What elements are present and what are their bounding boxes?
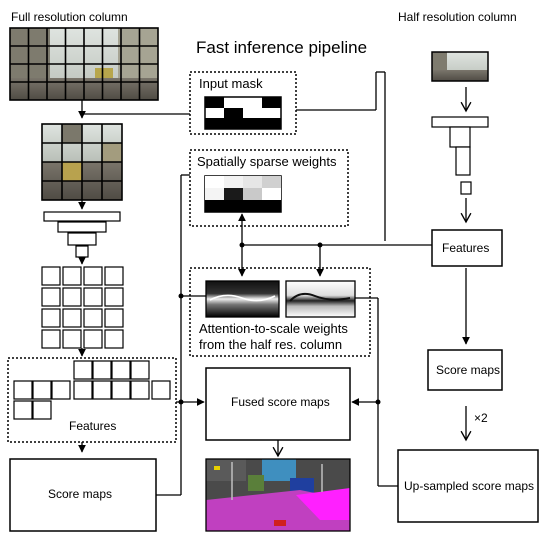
connector-dots: [178, 242, 381, 405]
attention-label-line2: from the half res. column: [199, 337, 343, 352]
times-two-label: ×2: [474, 411, 488, 425]
half-res-cnn: [431, 116, 489, 195]
sparse-patch-grid: [41, 123, 123, 201]
fused-score-maps-label: Fused score maps: [231, 395, 330, 409]
score-maps-left-box: [9, 458, 157, 532]
sparse-weights-label: Spatially sparse weights: [197, 154, 337, 169]
half-res-column-label: Half resolution column: [398, 10, 517, 24]
full-res-feature-grid: [41, 266, 124, 349]
score-maps-right-box: [427, 349, 503, 391]
score-maps-left-label: Score maps: [48, 487, 113, 501]
full-res-column-label: Full resolution column: [11, 10, 128, 24]
attention-weights-box: [189, 267, 371, 357]
features-left-label: Features: [69, 419, 117, 433]
features-right-label: Features: [442, 241, 490, 255]
score-maps-right-label: Score maps: [436, 363, 501, 377]
segmentation-output-image: [205, 458, 351, 532]
input-mask-label: Input mask: [199, 76, 263, 91]
full-res-cnn: [43, 211, 121, 258]
diagram-title: Fast inference pipeline: [196, 38, 368, 57]
sparse-weights-box: [189, 149, 349, 227]
upsampled-score-maps-label: Up-sampled score maps: [404, 479, 535, 493]
upsampled-score-maps-box: [397, 449, 539, 523]
features-dotted-box: [7, 357, 177, 443]
full-res-input-image: [9, 27, 159, 101]
attention-label-line1: Attention-to-scale weights: [199, 321, 348, 336]
fused-score-maps-box: [205, 367, 351, 441]
features-right-box: [431, 229, 503, 267]
half-res-input-image: [431, 51, 489, 82]
connector-lines: [82, 71, 432, 496]
input-mask-box: [189, 71, 297, 135]
